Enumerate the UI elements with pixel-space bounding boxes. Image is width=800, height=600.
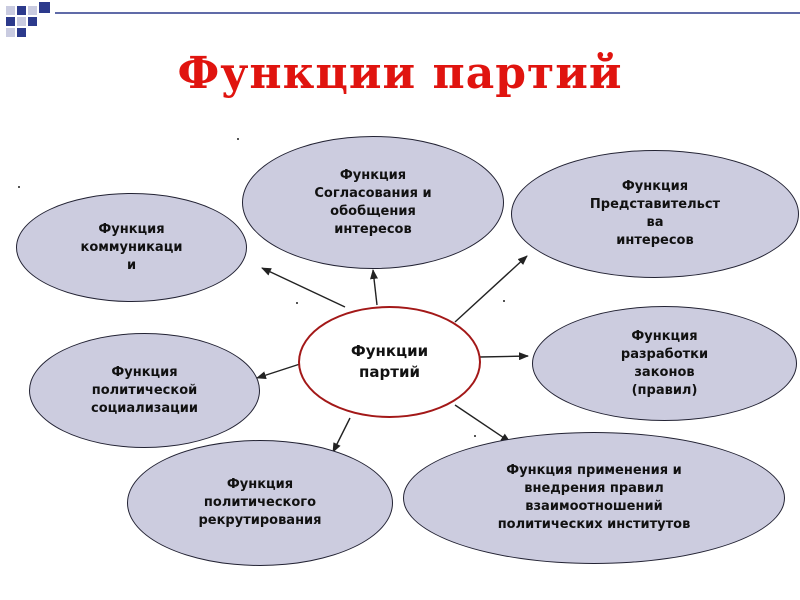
node-recruitment: Функция политического рекрутирования (127, 440, 393, 566)
node-lawmaking: Функция разработки законов (правил) (532, 306, 797, 421)
decor-dot (296, 302, 298, 304)
arrow-to-recruitment (332, 417, 351, 453)
node-communication-label: Функция коммуникаци и (80, 221, 183, 273)
node-implementation-label: Функция применения и внедрения правил вз… (497, 463, 691, 532)
node-socialization-label: Функция политической социализации (91, 364, 198, 416)
node-lawmaking-label: Функция разработки законов (правил) (620, 328, 709, 398)
node-socialization: Функция политической социализации (29, 333, 260, 448)
decor-dot (237, 138, 239, 140)
arrow-to-socialization (256, 363, 301, 380)
node-coordination: Функция Согласования и обобщения интерес… (242, 136, 504, 269)
node-communication: Функция коммуникаци и (16, 193, 247, 302)
node-coordination-label: Функция Согласования и обобщения интерес… (314, 167, 432, 237)
decor-dot (474, 435, 476, 437)
center-node-label: Функции партий (350, 342, 429, 381)
decor-dot (503, 300, 505, 302)
decor-dot (18, 186, 20, 188)
page-title: Функции партий (177, 48, 623, 99)
corner-squares-decoration (6, 2, 800, 37)
arrow-to-coordination (370, 269, 378, 306)
arrow-to-implementation (454, 404, 511, 443)
arrow-to-communication (261, 267, 346, 308)
center-node: Функции партий (298, 306, 481, 418)
arrow-to-representation (454, 255, 528, 323)
node-implementation: Функция применения и внедрения правил вз… (403, 432, 785, 564)
node-representation: Функция Представительст ва интересов (511, 150, 799, 278)
arrow-to-lawmaking (479, 352, 529, 361)
node-representation-label: Функция Представительст ва интересов (589, 179, 721, 248)
node-recruitment-label: Функция политического рекрутирования (198, 477, 322, 528)
